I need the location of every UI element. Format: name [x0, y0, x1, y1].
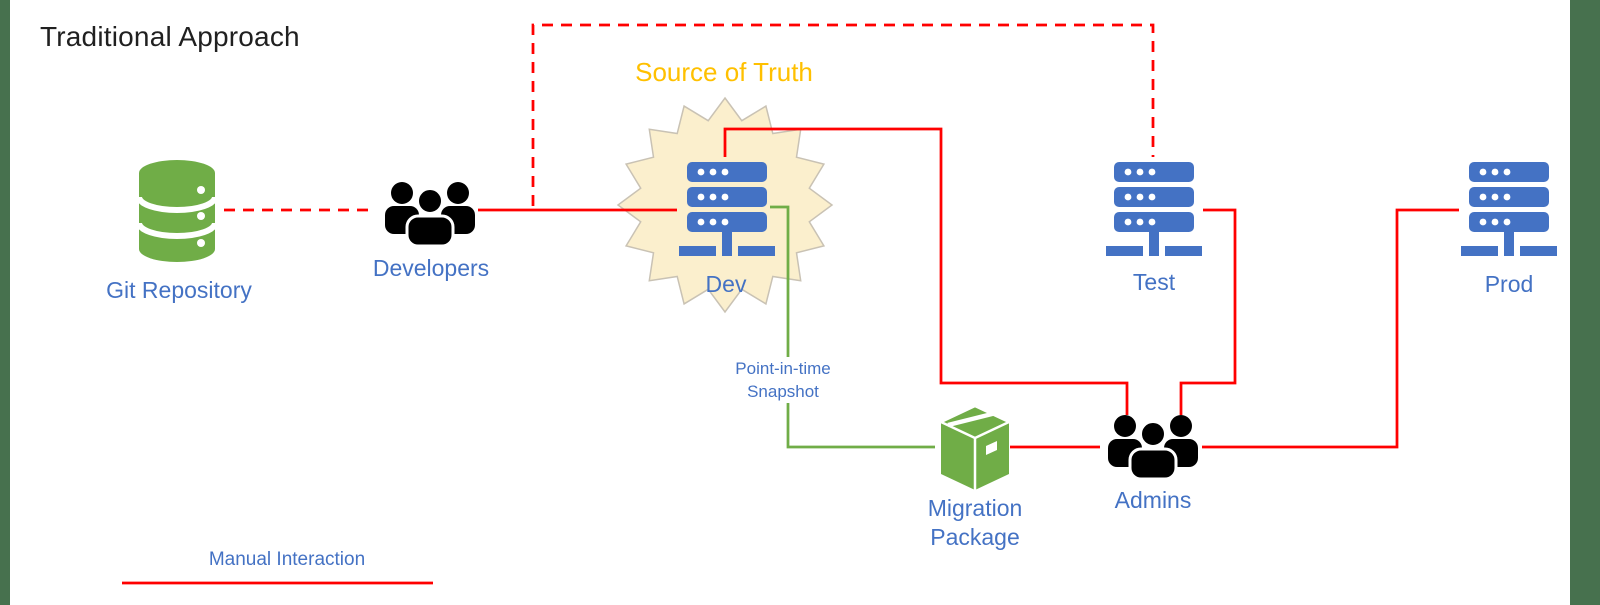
node-developers	[382, 180, 478, 246]
slide-border-left	[0, 0, 10, 605]
developers-label: Developers	[372, 255, 490, 281]
snapshot-annotation-line2: Snapshot	[747, 382, 819, 401]
node-migration-package	[940, 405, 1010, 491]
package-icon	[940, 405, 1010, 490]
legend-label: Manual Interaction	[208, 549, 366, 570]
admins-label: Admins	[1114, 487, 1192, 513]
server-icon	[1106, 162, 1202, 256]
people-icon	[1108, 415, 1198, 479]
people-icon	[385, 182, 475, 246]
page-title: Traditional Approach	[40, 21, 300, 52]
node-test	[1106, 162, 1202, 257]
test-label: Test	[1132, 269, 1176, 295]
server-icon	[1461, 162, 1557, 256]
node-dev	[679, 162, 775, 257]
arrow-admins-to-prod	[1202, 208, 1459, 449]
snapshot-annotation-line1: Point-in-time	[735, 359, 831, 378]
node-prod	[1461, 162, 1557, 257]
migration-package-label-line2: Package	[930, 524, 1020, 550]
migration-package-label: Migration Package	[928, 494, 1023, 552]
snapshot-annotation: Point-in-time Snapshot	[731, 357, 835, 403]
server-icon	[679, 162, 775, 256]
slide-border-right	[1570, 0, 1600, 605]
database-icon	[137, 160, 217, 262]
node-admins	[1105, 413, 1201, 479]
migration-package-label-line1: Migration	[927, 495, 1023, 521]
node-git-repository	[137, 159, 217, 263]
source-of-truth-label: Source of Truth	[635, 57, 813, 87]
prod-label: Prod	[1484, 271, 1534, 297]
git-repository-label: Git Repository	[106, 277, 252, 303]
